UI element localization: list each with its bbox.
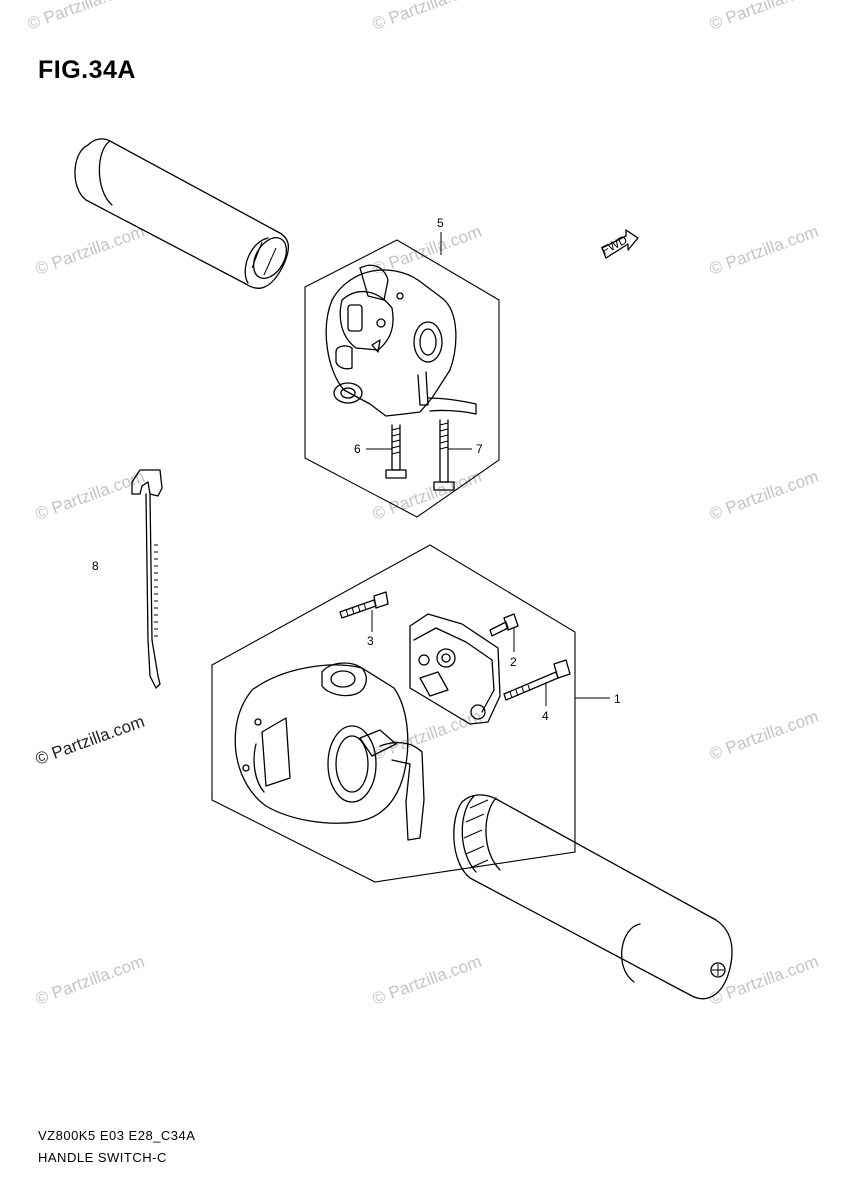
screw-4: [503, 659, 571, 701]
callout-1: 1: [614, 692, 621, 706]
left-switch-housing: [325, 264, 477, 417]
watermark: © Partzilla.com: [33, 952, 147, 1009]
watermark: © Partzilla.com: [33, 222, 147, 279]
watermark: © Partzilla.com: [370, 0, 484, 34]
cable-tie: [131, 469, 163, 689]
callout-8: 8: [92, 559, 99, 573]
watermark: © Partzilla.com: [707, 222, 821, 279]
figure-title: FIG.34A: [38, 56, 136, 84]
watermark: © Partzilla.com: [707, 467, 821, 524]
right-switch-housing: [234, 662, 425, 841]
throttle-grip: [453, 794, 733, 1000]
screw-7: [433, 419, 455, 491]
watermark: © Partzilla.com: [707, 0, 821, 34]
watermark: © Partzilla.com: [370, 952, 484, 1009]
callout-2: 2: [510, 655, 517, 669]
screw-3: [339, 591, 389, 619]
watermark-group: © Partzilla.com © Partzilla.com © Partzi…: [25, 0, 821, 1009]
callout-4: 4: [542, 709, 549, 723]
fwd-arrow-icon: FWD: [599, 229, 639, 259]
watermark: © Partzilla.com: [370, 707, 484, 764]
callout-6: 6: [354, 442, 361, 456]
callout-5: 5: [437, 216, 444, 230]
switch-clamp: [409, 613, 501, 725]
footer-section-name: HANDLE SWITCH-C: [38, 1150, 167, 1165]
callout-3: 3: [367, 634, 374, 648]
callout-7: 7: [476, 442, 483, 456]
footer-model-code: VZ800K5 E03 E28_C34A: [38, 1128, 196, 1143]
screw-2: [489, 613, 519, 637]
watermark: © Partzilla.com: [707, 952, 821, 1009]
watermark: © Partzilla.com: [33, 467, 147, 524]
watermark: © Partzilla.com: [370, 467, 484, 524]
watermark: © Partzilla.com: [25, 0, 139, 34]
watermark-main: © Partzilla.com: [33, 712, 147, 769]
left-grip: [74, 138, 289, 289]
watermark: © Partzilla.com: [707, 707, 821, 764]
assembly-1-frame: [211, 544, 576, 883]
screw-6: [385, 424, 407, 479]
assembly-5-frame: [304, 239, 500, 518]
